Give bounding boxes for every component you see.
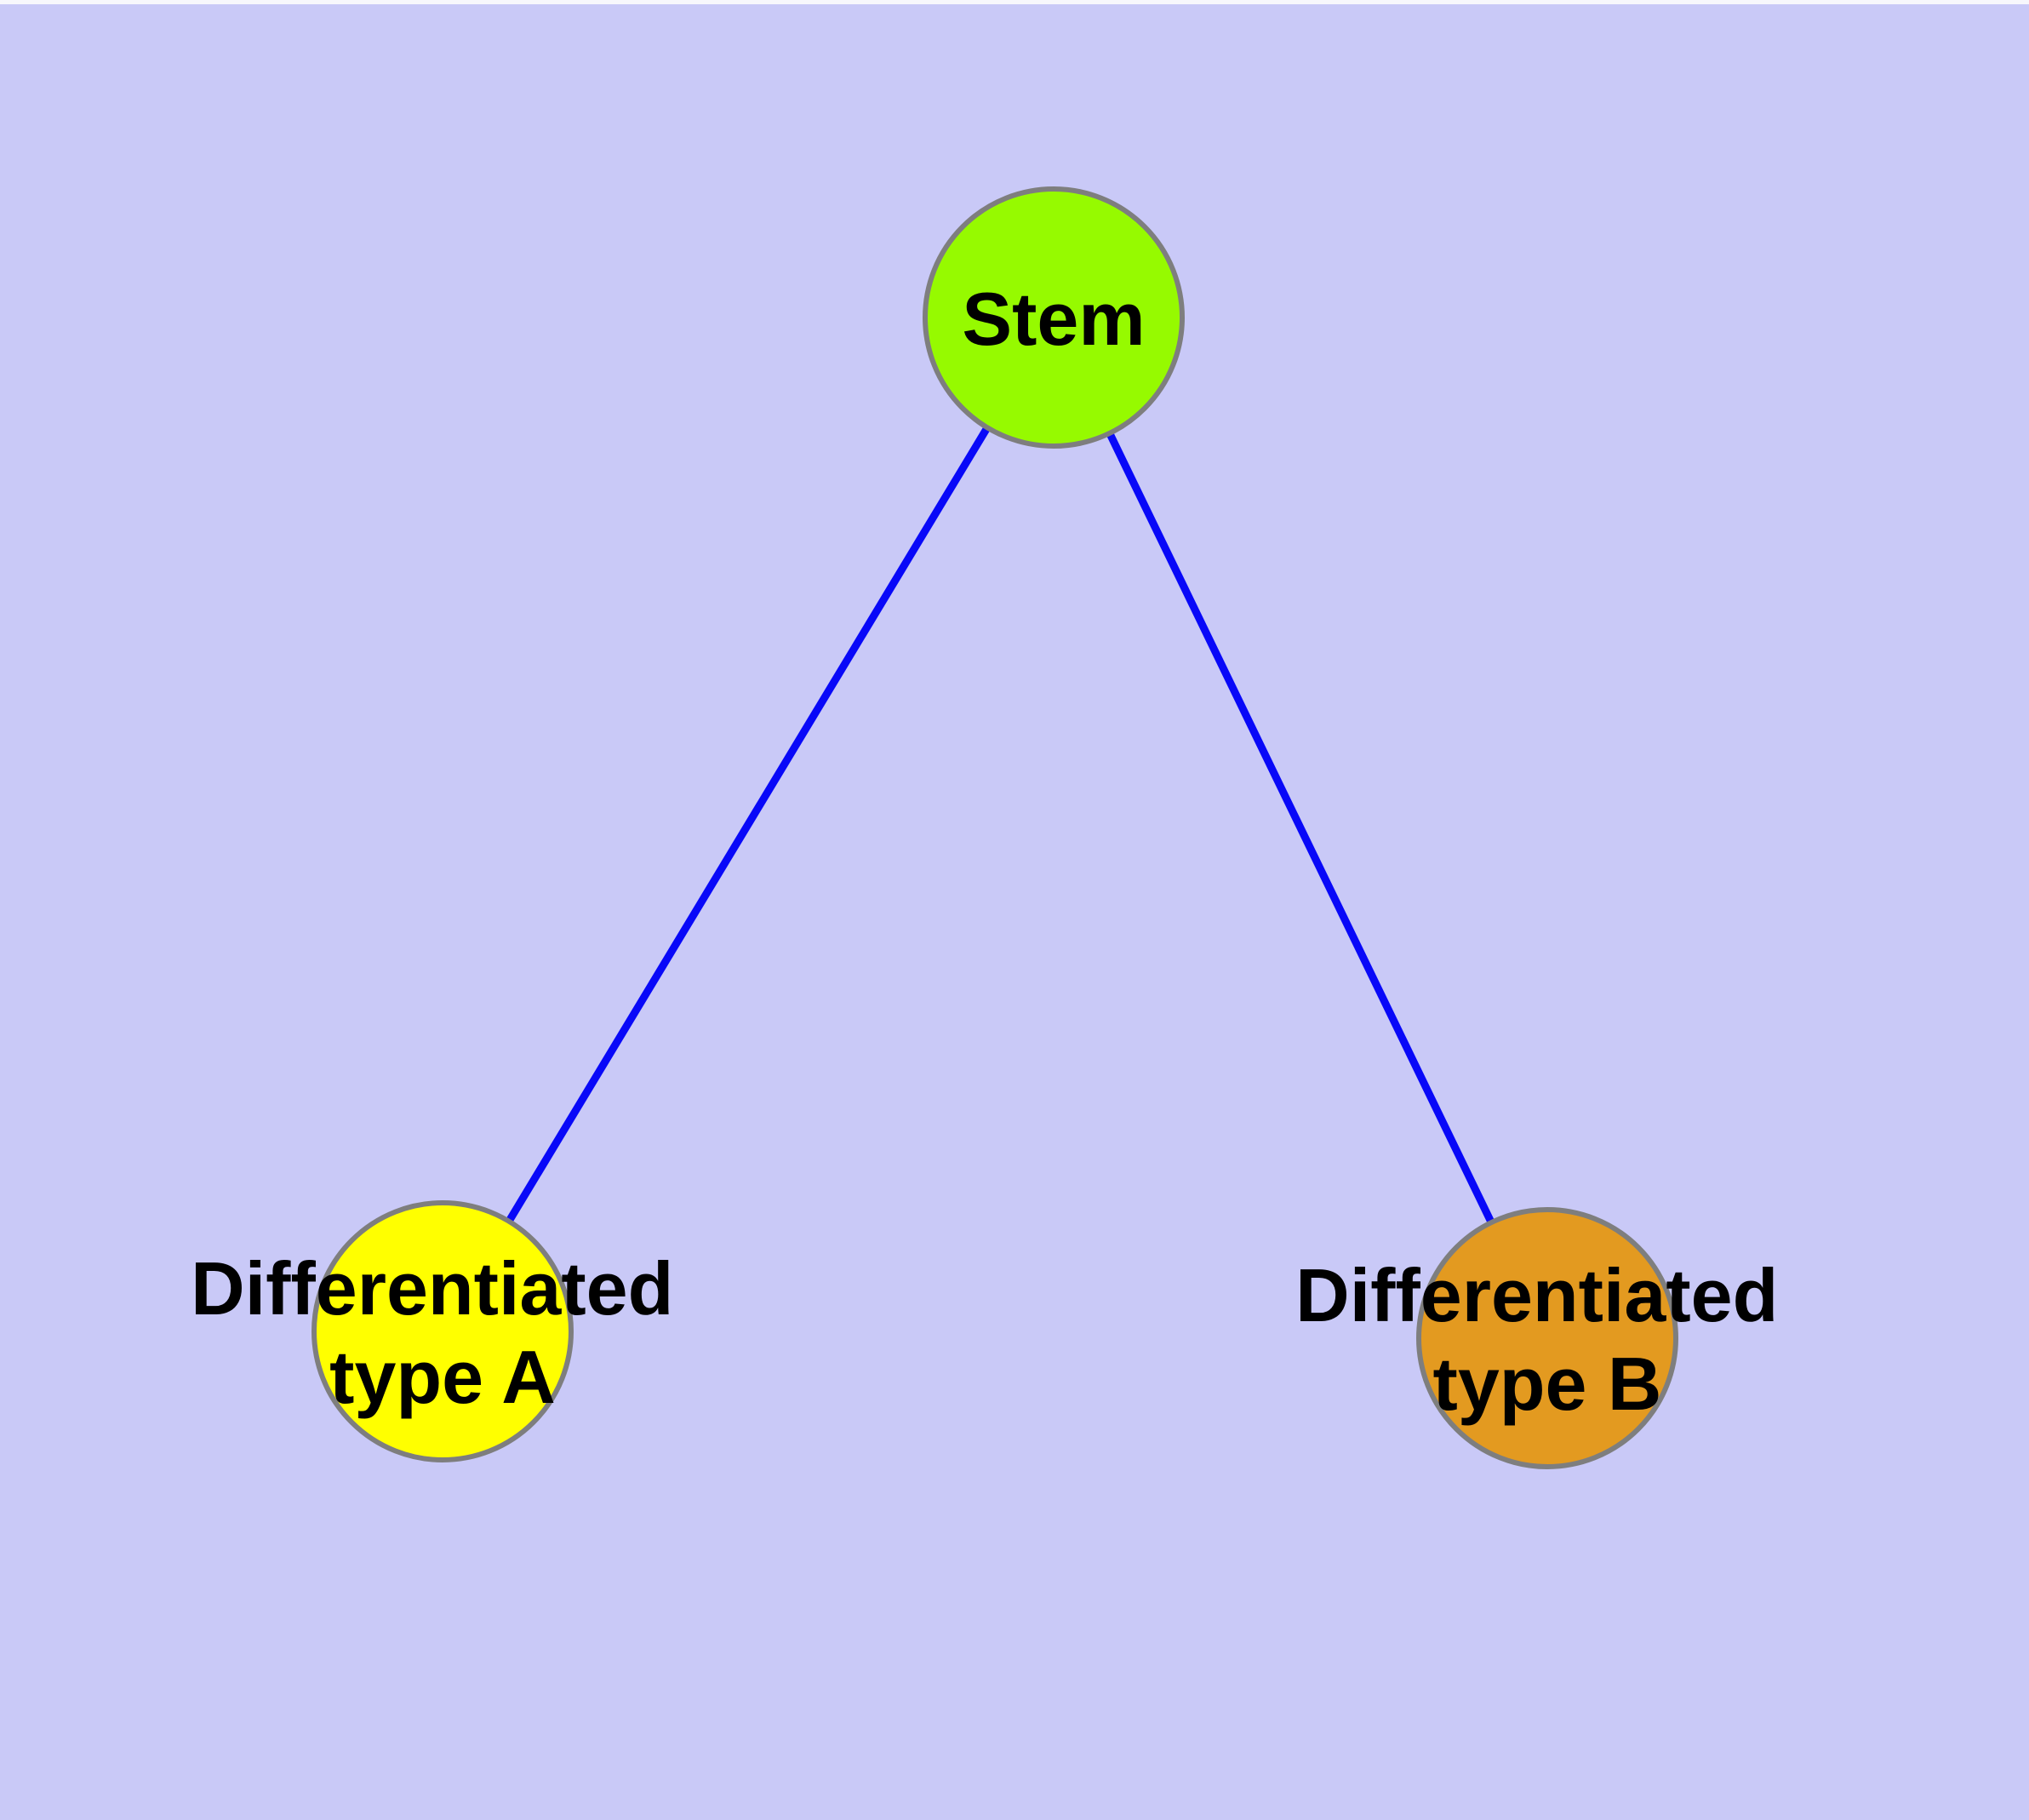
node-label-type-b-line2: type B bbox=[1433, 1342, 1662, 1426]
node-label-type-b-line1: Differentiated bbox=[1295, 1253, 1778, 1337]
node-stem[interactable] bbox=[923, 186, 1185, 449]
node-label-differentiated-type-a: Differentiated type A bbox=[191, 1246, 694, 1419]
node-label-differentiated-type-b: Differentiated type B bbox=[1295, 1253, 1799, 1426]
edge-stem-to-type-b bbox=[1049, 316, 1552, 1340]
top-edge-strip bbox=[0, 0, 2029, 4]
node-label-type-a-line1: Differentiated bbox=[191, 1246, 673, 1331]
node-label-stem: Stem bbox=[962, 277, 1145, 361]
node-label-type-a-line2: type A bbox=[329, 1335, 556, 1419]
edge-stem-to-type-a bbox=[439, 315, 1057, 1334]
node-differentiated-type-b[interactable] bbox=[1416, 1207, 1678, 1469]
node-differentiated-type-a[interactable] bbox=[311, 1200, 574, 1462]
